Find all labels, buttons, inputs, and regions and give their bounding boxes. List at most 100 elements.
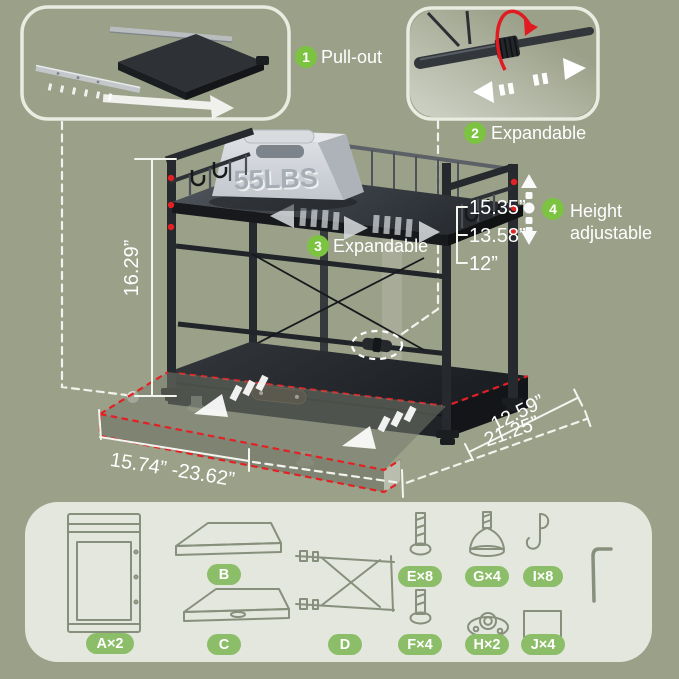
- knob-highlight-ellipse: [350, 329, 404, 361]
- weight-label-emboss: 55LBS: [235, 164, 320, 197]
- callouts: 1 Pull-out 2 Expandable 3 Expandable 4 H…: [295, 46, 652, 257]
- bottom-shelf-top: [168, 342, 528, 406]
- part-a-sketch: [67, 513, 141, 633]
- rod-wire: [426, 11, 461, 48]
- part-badge-f: [398, 634, 442, 655]
- pullout-panel-border: [20, 5, 291, 121]
- tray-stopper: [256, 56, 269, 65]
- callout-4-badge: [542, 198, 564, 220]
- s-hook-icon: [464, 207, 479, 222]
- part-badge-j: [521, 634, 565, 655]
- inner-post: [320, 206, 328, 420]
- part-d-sketch: [295, 550, 395, 612]
- dim-level3-label: 12”: [469, 253, 498, 275]
- slide-rail-front-highlight: [35, 64, 141, 89]
- callout-pullout: 1 Pull-out: [295, 46, 382, 68]
- part-e-sketch: [409, 512, 432, 556]
- callout-2-badge: [464, 122, 486, 144]
- rod-arrow-left-icon: [473, 81, 494, 103]
- slide-rail-holes: [56, 72, 100, 84]
- part-badges: A×2 B C D E×8 F×4 G×4 H×2 I×8 J×4: [86, 564, 565, 655]
- dim-level1-label: 15.35”: [469, 197, 526, 219]
- rod-tube-thin: [512, 27, 594, 48]
- expand-arrow-dashes: [299, 207, 413, 238]
- parts-panel: A×2 B C D E×8 F×4 G×4 H×2 I×8 J×4: [25, 502, 652, 662]
- part-badge-a-label: A×2: [96, 636, 123, 652]
- callout-rod: 2 Expandable: [464, 122, 586, 144]
- part-badge-g: [465, 566, 509, 587]
- pullout-arrows: [194, 374, 417, 449]
- part-badge-b: [207, 564, 241, 585]
- part-badge-c-label: C: [219, 637, 230, 653]
- part-badge-d-label: D: [340, 637, 350, 653]
- rod-feature-panel: [406, 6, 600, 121]
- dim-shelf-levels: 15.35” 13.58” 12”: [456, 197, 526, 275]
- weight-handle-slot: [256, 145, 304, 158]
- part-badge-c: [207, 634, 241, 655]
- part-badge-d: [328, 634, 362, 655]
- rod-tube-thick: [414, 42, 508, 69]
- callout-2-label: Expandable: [491, 123, 586, 143]
- part-badge-g-label: G×4: [473, 569, 501, 585]
- slide-rail-back-shadow: [109, 31, 233, 43]
- dim-total-height-label: 16.29”: [121, 240, 143, 297]
- weight-block: 55LBS 55LBS: [209, 129, 364, 211]
- slide-rail-back: [109, 26, 233, 42]
- expansion-knob: [361, 337, 393, 353]
- pullout-feature-panel: [20, 5, 291, 121]
- callout-shelf-expandable: 3 Expandable: [307, 235, 428, 257]
- left-guard: [164, 127, 255, 195]
- weight-handle: [243, 129, 315, 144]
- rod-locking-collar: [494, 35, 521, 60]
- weight-label: 55LBS: [233, 163, 318, 196]
- s-hook-icon: [212, 162, 228, 179]
- rod-tube-highlight: [419, 43, 503, 61]
- s-hook-icon: [190, 170, 206, 187]
- rod-expand-arrows: [473, 58, 586, 103]
- front-right-leg: [442, 163, 451, 434]
- right-guard: [444, 163, 515, 228]
- dim-level2-label: 13.58”: [469, 225, 526, 247]
- part-badge-e: [398, 566, 442, 587]
- part-badge-e-label: E×8: [407, 569, 433, 585]
- back-left-leg: [249, 130, 257, 344]
- part-badge-f-label: F×4: [407, 637, 432, 653]
- pullout-connector-line: [60, 120, 128, 397]
- expand-arrow-right-icon: [344, 216, 368, 240]
- expand-arrow-right2-icon: [419, 221, 440, 243]
- pullout-direction-arrow-icon: [102, 94, 234, 119]
- callout-4-label-line2: adjustable: [570, 223, 652, 243]
- slide-rail-front: [35, 65, 141, 93]
- pullout-tray-side: [186, 62, 264, 100]
- callout-4-label-line1: Height: [570, 201, 622, 221]
- dim-total-height: 16.29”: [121, 158, 177, 397]
- adjustment-hole-dots: [167, 174, 518, 236]
- pullout-arrow-icon: [194, 394, 228, 417]
- callout-2-number: 2: [471, 125, 479, 141]
- part-i-sketch: [525, 513, 550, 550]
- rod-panel-border: [406, 6, 600, 121]
- pullout-tray-front: [118, 62, 186, 100]
- height-adjust-arrow-icon: [521, 174, 537, 245]
- part-badge-i-label: I×8: [533, 569, 554, 585]
- callout-3-label: Expandable: [333, 236, 428, 256]
- ghost-front: [100, 414, 384, 492]
- part-g-sketch: [469, 511, 505, 557]
- rotation-arrow-icon: [495, 9, 538, 71]
- back-right-leg: [508, 164, 518, 402]
- ghost-end-cap: [384, 460, 400, 492]
- part-badge-h-label: H×2: [473, 637, 500, 653]
- callout-1-label: Pull-out: [321, 47, 382, 67]
- callout-3-number: 3: [314, 238, 322, 254]
- part-h-sketch: [467, 612, 509, 638]
- callout-1-badge: [295, 46, 317, 68]
- upper-crossbar: [175, 243, 448, 280]
- pullout-motion-dashes: [47, 83, 113, 101]
- part-c-sketch: [183, 588, 290, 622]
- callout-3-badge: [307, 235, 329, 257]
- callout-height-adjustable: 4 Height adjustable: [542, 198, 652, 243]
- part-badge-i: [523, 566, 563, 587]
- s-hook-icon: [486, 199, 501, 214]
